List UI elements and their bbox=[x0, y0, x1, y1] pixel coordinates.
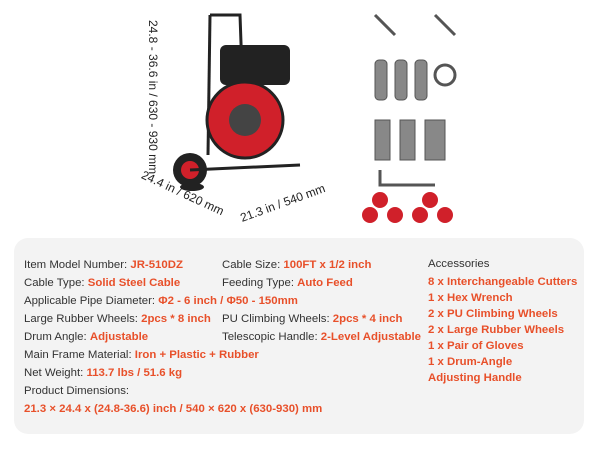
spec-pipe: Applicable Pipe Diameter: Φ2 - 6 inch / … bbox=[24, 295, 298, 307]
label: Cable Type: bbox=[24, 277, 85, 289]
accessory-item: 2 x PU Climbing Wheels bbox=[428, 308, 558, 320]
value: 100FT x 1/2 inch bbox=[283, 259, 372, 271]
label: Large Rubber Wheels: bbox=[24, 313, 138, 325]
accessory-item: 1 x Hex Wrench bbox=[428, 292, 513, 304]
accessory-item: 8 x Interchangeable Cutters bbox=[428, 276, 578, 288]
value: 2pcs * 4 inch bbox=[332, 313, 403, 325]
accessory-item: 1 x Pair of Gloves bbox=[428, 340, 524, 352]
value: Iron + Plastic + Rubber bbox=[134, 349, 259, 361]
spec-weight: Net Weight: 113.7 lbs / 51.6 kg bbox=[24, 367, 182, 379]
value: JR-510DZ bbox=[130, 259, 183, 271]
spec-rubber-wheels: Large Rubber Wheels: 2pcs * 8 inch bbox=[24, 313, 211, 325]
label: Item Model Number: bbox=[24, 259, 128, 271]
label: PU Climbing Wheels: bbox=[222, 313, 330, 325]
spec-cable-size: Cable Size: 100FT x 1/2 inch bbox=[222, 259, 371, 271]
spec-dims: 21.3 × 24.4 x (24.8-36.6) inch / 540 × 6… bbox=[24, 403, 323, 415]
spec-feeding: Feeding Type: Auto Feed bbox=[222, 277, 353, 289]
spec-handle: Telescopic Handle: 2-Level Adjustable bbox=[222, 331, 421, 343]
spec-pu-wheels: PU Climbing Wheels: 2pcs * 4 inch bbox=[222, 313, 402, 325]
value: Solid Steel Cable bbox=[87, 277, 181, 289]
spec-dims-label: Product Dimensions: bbox=[24, 385, 130, 397]
specs-panel bbox=[14, 238, 584, 434]
spec-cable-type: Cable Type: Solid Steel Cable bbox=[24, 277, 180, 289]
spec-model: Item Model Number: JR-510DZ bbox=[24, 259, 183, 271]
value: 2-Level Adjustable bbox=[320, 331, 422, 343]
value: Adjustable bbox=[89, 331, 149, 343]
label: Main Frame Material: bbox=[24, 349, 132, 361]
spec-drum: Drum Angle: Adjustable bbox=[24, 331, 148, 343]
value: 113.7 lbs / 51.6 kg bbox=[86, 367, 183, 379]
height-dimension: 24.8 - 36.6 in / 630 - 930 mm bbox=[146, 20, 160, 175]
label: Drum Angle: bbox=[24, 331, 87, 343]
label: Feeding Type: bbox=[222, 277, 294, 289]
label: Applicable Pipe Diameter: bbox=[24, 295, 156, 307]
accessories-image bbox=[362, 13, 457, 223]
label: Net Weight: bbox=[24, 367, 84, 379]
spec-frame: Main Frame Material: Iron + Plastic + Ru… bbox=[24, 349, 259, 361]
accessory-item: 2 x Large Rubber Wheels bbox=[428, 324, 565, 336]
accessories-title: Accessories bbox=[428, 258, 490, 270]
value: 2pcs * 8 inch bbox=[141, 313, 211, 325]
accessory-item: Adjusting Handle bbox=[428, 372, 522, 384]
drain-cleaner-machine-image bbox=[173, 13, 301, 191]
label: Cable Size: bbox=[222, 259, 281, 271]
value: Φ2 - 6 inch / Φ50 - 150mm bbox=[158, 295, 298, 307]
value: Auto Feed bbox=[297, 277, 353, 289]
label: Telescopic Handle: bbox=[222, 331, 318, 343]
accessory-item: 1 x Drum-Angle bbox=[428, 356, 513, 368]
